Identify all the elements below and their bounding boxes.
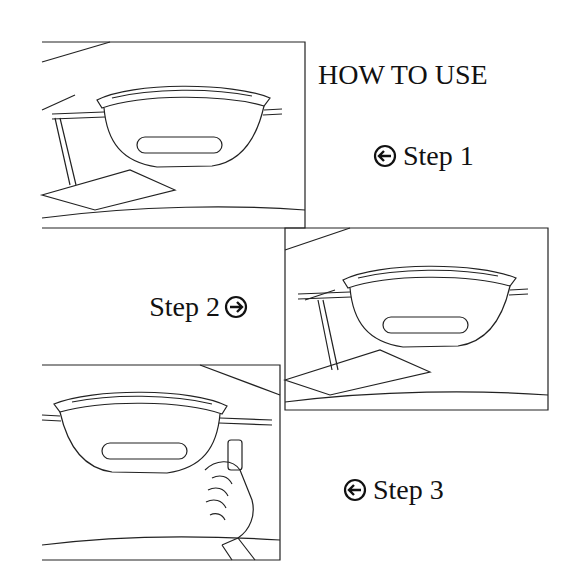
step-panel — [285, 228, 548, 410]
arrow-icon — [226, 297, 246, 317]
arrow-icon — [375, 146, 395, 166]
diagram-title: HOW TO USE — [318, 60, 488, 91]
step-panel — [42, 365, 280, 560]
step-label: Step 2 — [149, 292, 220, 323]
step-label: Step 1 — [403, 141, 474, 172]
arrow-icon — [345, 480, 365, 500]
step-label: Step 3 — [373, 475, 444, 506]
step-panel — [42, 42, 305, 228]
